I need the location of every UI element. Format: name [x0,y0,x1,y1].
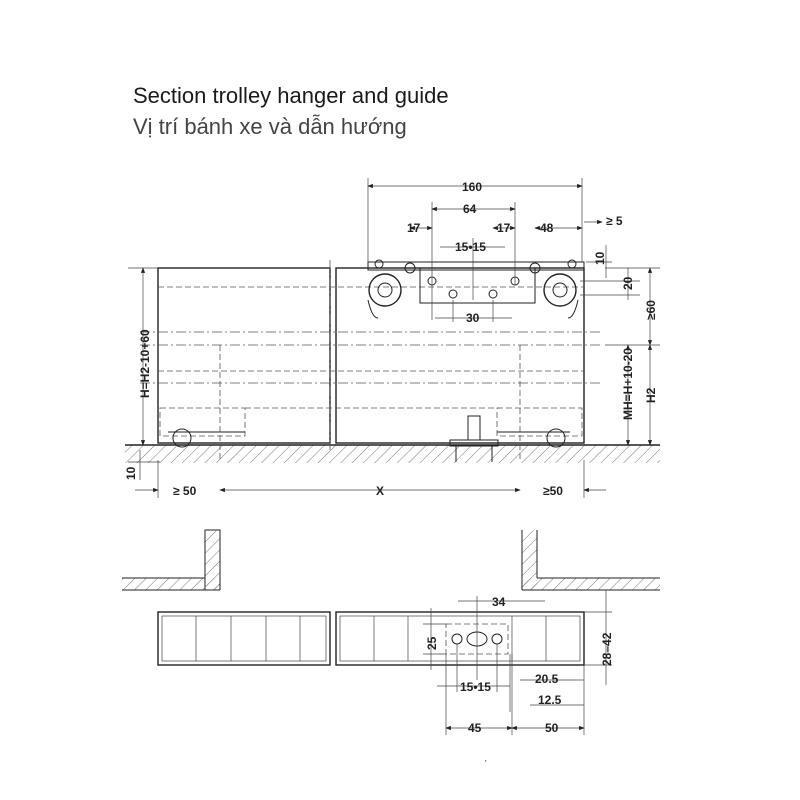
dim-45: 45 [468,721,482,735]
dim-10-left: 10 [124,466,138,480]
dim-34: 34 [492,595,506,609]
dim-x: X [376,484,384,498]
diagram-title: Section trolley hanger and guide [133,83,449,108]
plan-view: 34 25 28–42 15•15 20.5 12.5 45 50 [122,529,660,735]
dim-17-left: 17 [407,221,421,235]
page-marker: ' [485,759,487,768]
dim-mh: MH=H+10-20 [621,348,635,420]
dim-30: 30 [466,311,480,325]
dim-160: 160 [462,180,482,194]
dim-10-top: 10 [593,251,607,265]
dim-15-15-top: 15•15 [455,240,486,254]
dim-h2: H2 [644,387,658,403]
dim-ge5: ≥ 5 [606,214,623,228]
dim-17-right: 17 [497,221,511,235]
dim-ge50-right: ≥50 [543,484,563,498]
dim-h: H=H2-10+60 [138,329,152,398]
left-plan-panel [157,611,331,666]
right-plan-panel [335,611,585,666]
dim-50: 50 [545,721,559,735]
dim-ge50-left: ≥ 50 [173,484,197,498]
dim-ge60: ≥60 [644,300,658,320]
dim-28-42: 28–42 [600,632,614,666]
dim-64: 64 [463,202,477,216]
floor-hatch [125,445,660,463]
dim-20-5: 20.5 [535,672,559,686]
dim-12-5: 12.5 [538,693,562,707]
dim-20: 20 [621,276,635,290]
right-door-panel [335,267,585,444]
dim-15-15-bottom: 15•15 [460,680,491,694]
left-door-panel [157,267,331,444]
dim-48: 48 [540,221,554,235]
diagram-subtitle: Vị trí bánh xe và dẫn hướng [133,114,407,139]
trolley-hanger [367,259,585,319]
side-section-view: 160 64 17 17 48 ≥ 5 15•15 30 10 20 ≥60 M [124,178,660,498]
dim-25: 25 [425,636,439,650]
